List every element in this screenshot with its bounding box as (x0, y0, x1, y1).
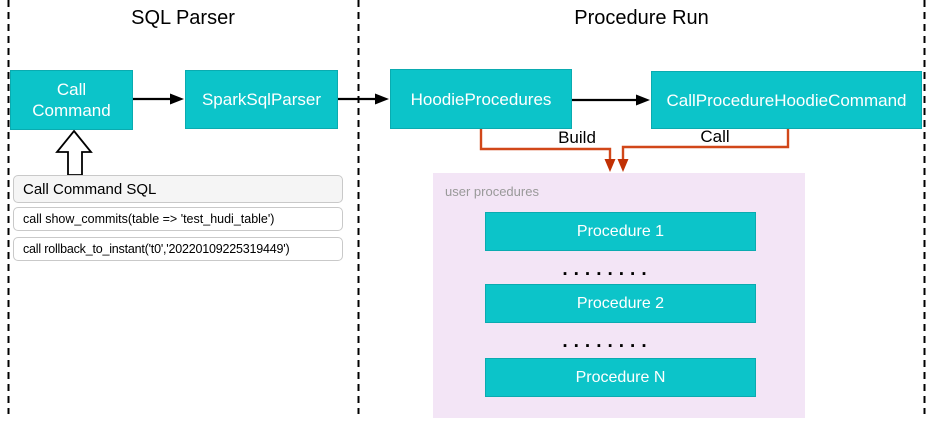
node-call-command: Call Command (10, 70, 133, 130)
ellipsis-dots: ........ (562, 331, 653, 352)
sql-panel-header: Call Command SQL (13, 175, 343, 203)
arrow-sparksqlparser-to-hoodieprocedures (338, 93, 389, 105)
sql-example-row: call rollback_to_instant('t0','202201092… (13, 237, 343, 261)
node-sparksqlparser: SparkSqlParser (185, 70, 338, 129)
ellipsis-dots: ........ (562, 259, 653, 280)
procedure-n-bar: Procedure N (485, 358, 756, 397)
sql-example-row: call show_commits(table => 'test_hudi_ta… (13, 207, 343, 231)
call-connector (617, 129, 790, 172)
section-title-procedure-run: Procedure Run (574, 7, 709, 29)
procedure-2-bar: Procedure 2 (485, 284, 756, 323)
build-connector (479, 129, 616, 172)
call-edge-label: Call (700, 127, 730, 146)
arrow-hoodieprocedures-to-callprocedurehoodiecommand (572, 94, 650, 106)
node-hoodieprocedures: HoodieProcedures (390, 69, 572, 129)
arrow-callcommand-to-sparksqlparser (133, 93, 184, 105)
node-callprocedurehoodiecommand: CallProcedureHoodieCommand (651, 71, 922, 129)
section-title-sql-parser: SQL Parser (131, 7, 235, 29)
procedure-1-bar: Procedure 1 (485, 212, 756, 251)
user-procedures-label: user procedures (445, 184, 539, 199)
hollow-up-arrow (55, 129, 93, 176)
build-edge-label: Build (558, 128, 596, 147)
